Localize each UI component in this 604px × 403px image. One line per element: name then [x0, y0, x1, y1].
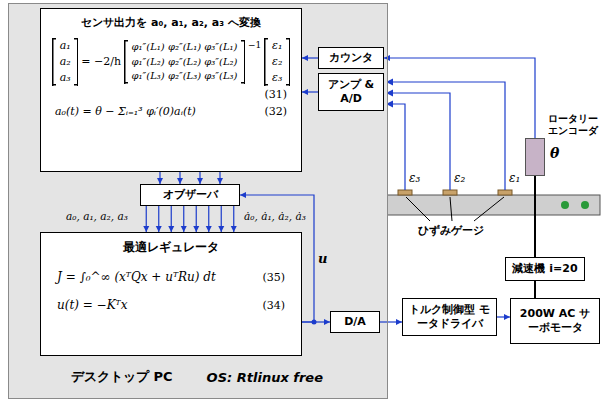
node-text: ε₁ ε₂ ε₃ — [264, 38, 290, 86]
text-row: デスクトップ PC OS: Rtlinux free — [71, 368, 323, 386]
amp-adc-box: アンプ & A/D — [318, 73, 384, 111]
node-text: a₁ a₂ a₃ — [52, 38, 78, 86]
signal-wire — [386, 93, 450, 190]
arrowhead — [240, 192, 246, 198]
node-text: a₀(t) = θ − Σᵢ₌₁³ φᵢ′(0)aᵢ(t) — [55, 105, 196, 118]
connector — [535, 281, 536, 298]
node-text: φ₁″(L₁) φ₂″(L₁) φ₃″(L₁) φ₁″(L₂) φ₂″(L₂) … — [124, 40, 245, 84]
signal-label: a₀, a₁, a₂, a₃ — [66, 210, 128, 222]
strain-gauge — [443, 190, 457, 195]
node-text: −1 — [248, 40, 261, 50]
node-text: (35) — [262, 271, 285, 284]
node-title: ロータリー エンコーダ — [548, 113, 602, 137]
reducer-box: 減速機 i=20 — [505, 257, 585, 281]
node-text: (34) — [262, 299, 285, 312]
arrowhead — [384, 55, 390, 61]
gauge-label: ε₂ — [454, 171, 465, 185]
arrowhead — [302, 89, 308, 95]
text-row: (31) — [43, 88, 299, 101]
text-row: センサ出力を a₀, a₁, a₂, a₃ へ変換 — [43, 15, 299, 30]
node-title: D/A — [344, 315, 366, 329]
leader-line — [406, 197, 430, 221]
strain-gauge — [398, 190, 412, 195]
connector — [157, 172, 223, 184]
node-title: 200W AC サーボモータ — [515, 307, 595, 335]
servo-motor-box: 200W AC サーボモータ — [510, 298, 600, 344]
node-title: 最適レギュレータ — [123, 239, 219, 256]
junction-dot — [312, 320, 317, 325]
node-text: (31) — [264, 88, 287, 101]
panel-fill — [9, 4, 387, 398]
signal-label: u — [318, 251, 327, 266]
mount-bolt — [561, 201, 569, 209]
connector — [302, 55, 318, 61]
text-row: a₀(t) = θ − Σᵢ₌₁³ φᵢ′(0)aᵢ(t) (32) — [43, 105, 299, 118]
node-title: トルク制御型 モータドライバ — [407, 303, 492, 331]
leader-line — [450, 197, 452, 221]
node-title: カウンタ — [329, 51, 373, 65]
node-text: J = ∫₀^∞ (xᵀQx + uᵀRu) dt — [57, 270, 216, 284]
connector — [380, 319, 402, 325]
node-text: OS: Rtlinux free — [207, 370, 323, 385]
text-row: 最適レギュレータ — [43, 239, 299, 256]
pc-panel: デスクトップ PC OS: Rtlinux free センサ出力を a₀, a₁, … — [8, 3, 388, 399]
connector-line — [384, 58, 535, 138]
mount-bolt — [581, 201, 589, 209]
connector — [302, 89, 318, 95]
connector — [384, 55, 535, 138]
regulator-box: 最適レギュレータ J = ∫₀^∞ (xᵀQx + uᵀRu) dt (35) u(t… — [40, 232, 302, 356]
connector-line — [534, 176, 536, 257]
node-text: = −2/h — [81, 55, 121, 68]
dac-box: D/A — [330, 311, 380, 333]
observer-box: オブザーバ — [140, 184, 240, 206]
counter-box: カウンタ — [318, 47, 384, 69]
text-row: J = ∫₀^∞ (xᵀQx + uᵀRu) dt (35) — [43, 270, 299, 284]
signal-label: ȧ₀, ȧ₁, ȧ₂, ȧ₃ — [244, 210, 306, 222]
node-text: u(t) = −Kᵀx — [57, 298, 127, 312]
text-row: u(t) = −Kᵀx (34) — [43, 298, 299, 312]
node-title: オブザーバ — [163, 188, 218, 202]
rotary-encoder: ロータリー エンコーダθ — [525, 138, 545, 176]
strain-gauge — [498, 190, 512, 195]
node-title: 減速機 i=20 — [512, 262, 577, 276]
text-row: a₁ a₂ a₃= −2/hφ₁″(L₁) φ₂″(L₁) φ₃″(L₁) φ₁… — [43, 38, 299, 86]
connector — [497, 314, 510, 320]
part-label: ひずみゲージ — [418, 223, 484, 238]
signal-wire — [386, 104, 405, 190]
arrowhead — [302, 55, 308, 61]
node-text: (32) — [264, 105, 287, 118]
signal-wire — [386, 82, 505, 190]
connector-line — [534, 281, 536, 298]
connector — [143, 206, 237, 232]
conversion-box: センサ出力を a₀, a₁, a₂, a₃ へ変換a₁ a₂ a₃= −2/hφ… — [40, 8, 302, 172]
motor-driver-box: トルク制御型 モータドライバ — [402, 298, 497, 336]
node-title: デスクトップ PC — [71, 368, 173, 386]
connector — [535, 176, 536, 257]
gauge-label: ε₁ — [509, 171, 520, 185]
node-title: アンプ & A/D — [323, 78, 379, 106]
node-title: センサ出力を a₀, a₁, a₂, a₃ へ変換 — [81, 15, 261, 30]
gauge-label: ε₃ — [409, 171, 420, 185]
leader-line — [474, 197, 504, 221]
node-text: θ — [550, 145, 559, 161]
